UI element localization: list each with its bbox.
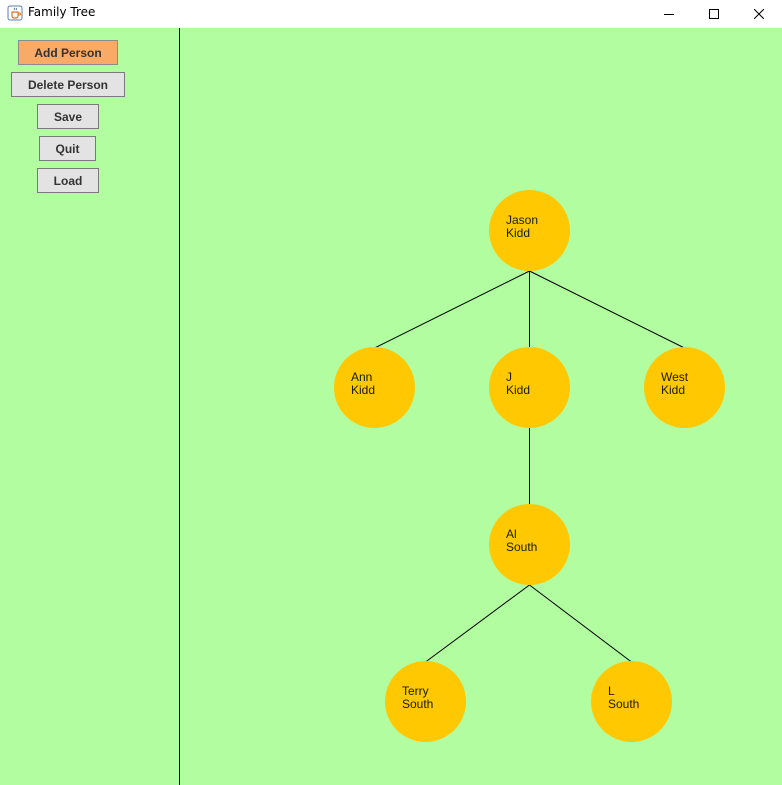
person-node-ann-kidd[interactable]: Ann Kidd xyxy=(334,347,415,428)
tree-edges xyxy=(374,270,685,663)
person-first-name: West xyxy=(661,370,689,384)
person-node-l-south[interactable]: L South xyxy=(591,661,672,742)
edge-al-terry xyxy=(425,584,530,663)
edge-al-l xyxy=(529,584,632,663)
edge-jason-west xyxy=(529,270,685,349)
person-node-west-kidd[interactable]: West Kidd xyxy=(644,347,725,428)
panel-divider xyxy=(179,28,180,785)
person-last-name: Kidd xyxy=(661,383,686,397)
person-last-name: Kidd xyxy=(351,383,376,397)
minimize-icon xyxy=(664,13,674,15)
person-node-al-south[interactable]: Al South xyxy=(489,504,570,585)
person-node-jason-kidd[interactable]: Jason Kidd xyxy=(489,190,570,271)
person-node-terry-south[interactable]: Terry South xyxy=(385,661,466,742)
person-first-name: Al xyxy=(506,527,517,541)
person-first-name: Terry xyxy=(402,684,429,698)
person-first-name: L xyxy=(608,684,615,698)
maximize-button[interactable] xyxy=(691,0,737,27)
maximize-icon xyxy=(709,8,719,19)
family-tree-canvas[interactable]: Jason Kidd Ann Kidd J Kidd West Kidd xyxy=(180,28,782,785)
person-last-name: South xyxy=(608,697,640,711)
edge-jason-ann xyxy=(374,270,530,349)
person-first-name: Jason xyxy=(506,213,539,227)
main-content: Add Person Delete Person Save Quit Load … xyxy=(0,28,782,785)
person-last-name: South xyxy=(402,697,434,711)
close-button[interactable] xyxy=(736,0,782,27)
person-last-name: South xyxy=(506,540,538,554)
delete-person-button[interactable]: Delete Person xyxy=(11,72,125,97)
person-last-name: Kidd xyxy=(506,226,531,240)
title-bar[interactable]: Family Tree xyxy=(0,0,782,27)
person-first-name: J xyxy=(506,370,512,384)
quit-button[interactable]: Quit xyxy=(39,136,96,161)
java-cup-icon xyxy=(7,5,23,21)
save-button[interactable]: Save xyxy=(37,104,99,129)
window-title: Family Tree xyxy=(28,5,96,19)
person-first-name: Ann xyxy=(351,370,373,384)
control-panel: Add Person Delete Person Save Quit Load xyxy=(0,28,179,785)
add-person-button[interactable]: Add Person xyxy=(18,40,118,65)
person-last-name: Kidd xyxy=(506,383,531,397)
close-icon xyxy=(754,8,764,19)
person-node-j-kidd[interactable]: J Kidd xyxy=(489,347,570,428)
load-button[interactable]: Load xyxy=(37,168,99,193)
minimize-button[interactable] xyxy=(646,0,692,27)
